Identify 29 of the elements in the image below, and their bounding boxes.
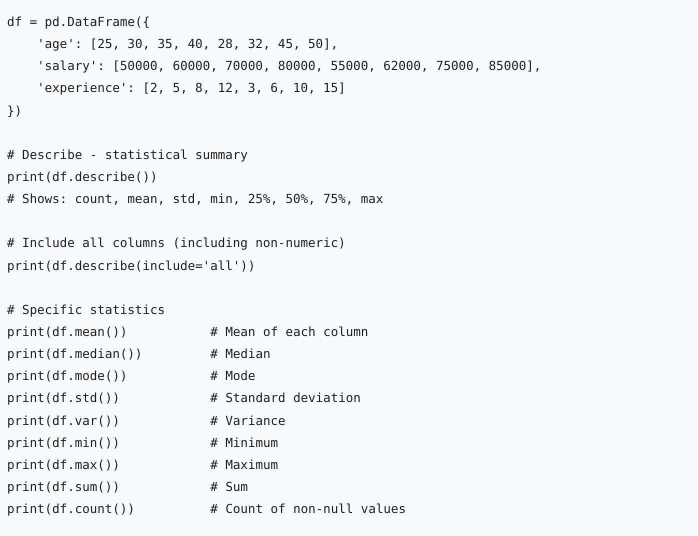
code-line: print(df.mean()): [7, 324, 128, 340]
code-line: 'age': [25, 30, 35, 40, 28, 32, 45, 50],: [37, 36, 338, 52]
code-comment: # Variance: [210, 412, 286, 429]
code-line: print(df.describe()): [7, 168, 158, 185]
code-line: print(df.max()): [7, 456, 120, 473]
code-comment: # Median: [210, 346, 271, 362]
code-comment: # Mode: [210, 368, 256, 384]
code-comment: # Count of non-null values: [210, 501, 406, 518]
code-line: print(df.mode()): [7, 368, 128, 384]
code-comment: # Mean of each column: [210, 324, 368, 340]
code-line: print(df.std()): [7, 390, 120, 406]
code-comment: # Shows: count, mean, std, min, 25%, 50%, 75%, max: [7, 191, 384, 208]
code-line: print(df.var()): [7, 412, 120, 429]
code-comment: # Minimum: [210, 434, 278, 451]
code-line: df = pd.DataFrame({: [7, 14, 150, 30]
code-comment: # Maximum: [210, 456, 278, 473]
code-line: print(df.min()): [7, 434, 120, 451]
code-comment: # Standard deviation: [210, 390, 361, 406]
code-line: print(df.median()): [7, 346, 142, 362]
code-line: 'experience': [2, 5, 8, 12, 3, 6, 10, 15]: [37, 80, 346, 96]
code-line: print(df.count()): [7, 501, 135, 518]
code-comment: # Include all columns (including non-numeric): [7, 235, 346, 252]
code-comment: # Describe - statistical summary: [7, 146, 248, 163]
code-line: print(df.describe(include='all')): [7, 258, 256, 274]
code-line: 'salary': [50000, 60000, 70000, 80000, 55000, 62000, 75000, 85000],: [37, 58, 542, 74]
code-line: print(df.sum()): [7, 478, 120, 495]
code-comment: # Sum: [210, 478, 248, 495]
code-line: }): [7, 102, 22, 119]
code-comment: # Specific statistics: [7, 302, 166, 318]
